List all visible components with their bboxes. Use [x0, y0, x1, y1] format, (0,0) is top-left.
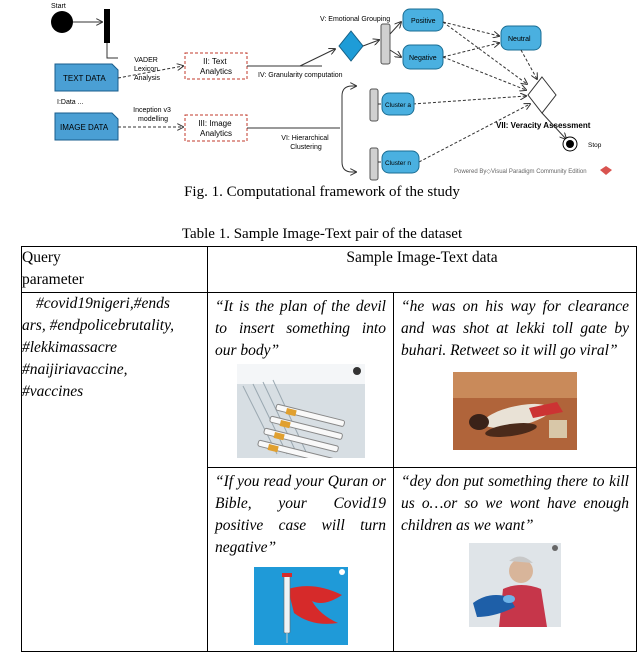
text-data-label: TEXT DATA	[63, 74, 106, 83]
vader-label: VADER Lexicon Analysis	[134, 57, 161, 82]
emotion-fork-bar	[380, 23, 391, 65]
decision-diamond-1	[338, 30, 364, 62]
syringes-tray-image	[236, 364, 365, 458]
cluster-n-bar	[369, 147, 379, 181]
sample-cell-1: “It is the plan of the devil to insert s…	[207, 292, 394, 468]
emotional-grouping-label: V: Emotional Grouping	[320, 16, 390, 23]
sample-cell-2: “he was on his way for clearance and was…	[393, 292, 637, 468]
start-label: Start	[51, 3, 66, 10]
inception-label: Inception v3 modelling	[133, 107, 173, 123]
data-label: I:Data ...	[57, 99, 84, 106]
hierarchical-label: VI: Hierarchical Clustering	[281, 135, 330, 151]
stop-label: Stop	[588, 142, 602, 149]
cluster-a-node	[381, 92, 415, 116]
image-data-node	[54, 112, 119, 141]
neutral-label: Neutral	[508, 36, 531, 43]
image-analytics-node	[184, 114, 248, 142]
cluster-a-label: Cluster a	[385, 102, 411, 109]
query-parameter-header: Query parameter	[21, 246, 208, 293]
cluster-a-bar	[369, 88, 379, 122]
vaccination-image	[469, 543, 561, 627]
text-data-node	[54, 63, 119, 92]
sample-text-1: “It is the plan of the devil to insert s…	[215, 298, 386, 359]
sample-data-header: Sample Image-Text data	[207, 246, 637, 293]
text-analytics-label: II: Text Analytics	[200, 57, 232, 76]
vp-logo	[600, 166, 612, 175]
sample-text-4: “dey don put something there to kill us …	[401, 473, 629, 534]
framework-diagram: Start TEXT DATA IMAGE DATA I:Data ... VA…	[51, 3, 612, 181]
table-caption: Table 1. Sample Image-Text pair of the d…	[181, 226, 463, 242]
image-data-label: IMAGE DATA	[60, 123, 109, 132]
syringe-cape-image	[253, 567, 348, 645]
cluster-n-label: Cluster n	[385, 160, 411, 167]
figure-caption: Fig. 1. Computational framework of the s…	[184, 184, 460, 200]
positive-label: Positive	[411, 18, 436, 25]
powered-by-label: Powered By◇Visual Paradigm Community Edi…	[454, 169, 587, 175]
sample-cell-3: “If you read your Quran or Bible, your C…	[207, 467, 394, 652]
negative-label: Negative	[409, 55, 437, 62]
sample-text-3: “If you read your Quran or Bible, your C…	[215, 473, 386, 556]
sample-table: Query parameter Sample Image-Text data #…	[21, 246, 637, 652]
sample-text-2: “he was on his way for clearance and was…	[401, 298, 629, 359]
injured-man-image	[453, 372, 577, 450]
sample-cell-4: “dey don put something there to kill us …	[393, 467, 637, 652]
granularity-label: IV: Granularity computation	[258, 72, 343, 79]
start-node	[51, 11, 73, 33]
image-analytics-label: III: Image Analytics	[198, 119, 234, 138]
query-parameter-cell: #covid19nigeri,#ends ars, #endpolicebrut…	[21, 292, 208, 652]
fork-bar	[104, 9, 110, 43]
veracity-label: VII: Veracity Assessment	[496, 121, 591, 130]
veracity-diamond	[527, 76, 557, 114]
positive-node	[402, 8, 444, 32]
cluster-n-node	[381, 150, 420, 174]
